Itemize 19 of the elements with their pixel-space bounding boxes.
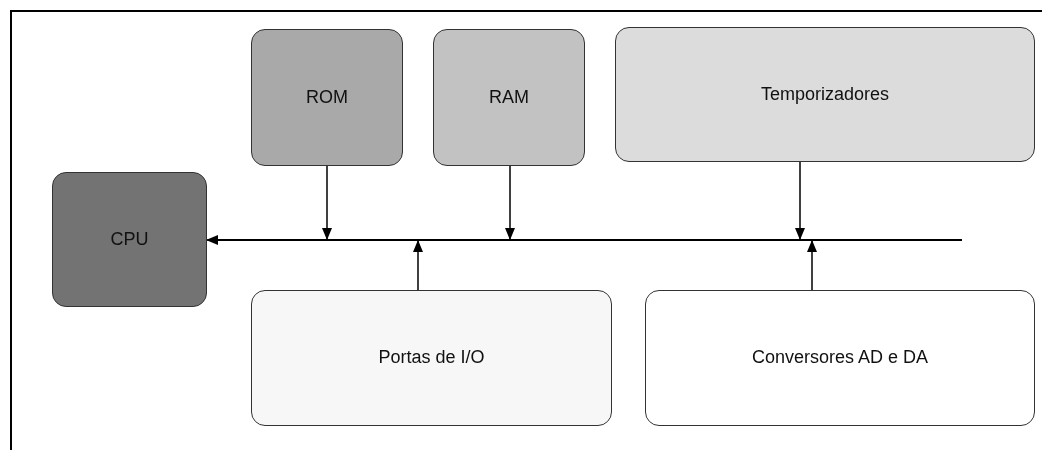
arrow (413, 240, 423, 291)
block-label: CPU (110, 227, 149, 251)
block-box (251, 29, 403, 166)
arrow (505, 165, 515, 240)
arrow (206, 235, 218, 245)
arrow (795, 161, 805, 240)
block-box (52, 172, 207, 307)
block-box (615, 27, 1035, 162)
block-label: Temporizadores (760, 82, 890, 106)
bus-line (215, 239, 962, 241)
block-label: RAM (489, 85, 529, 109)
block-box (433, 29, 585, 166)
block-label: Portas de I/O (378, 346, 485, 370)
arrow (807, 240, 817, 291)
block-box (251, 290, 612, 426)
arrow (322, 165, 332, 240)
block-label: ROM (306, 85, 348, 109)
block-box (645, 290, 1035, 426)
block-label: Conversores AD e DA (751, 346, 929, 370)
